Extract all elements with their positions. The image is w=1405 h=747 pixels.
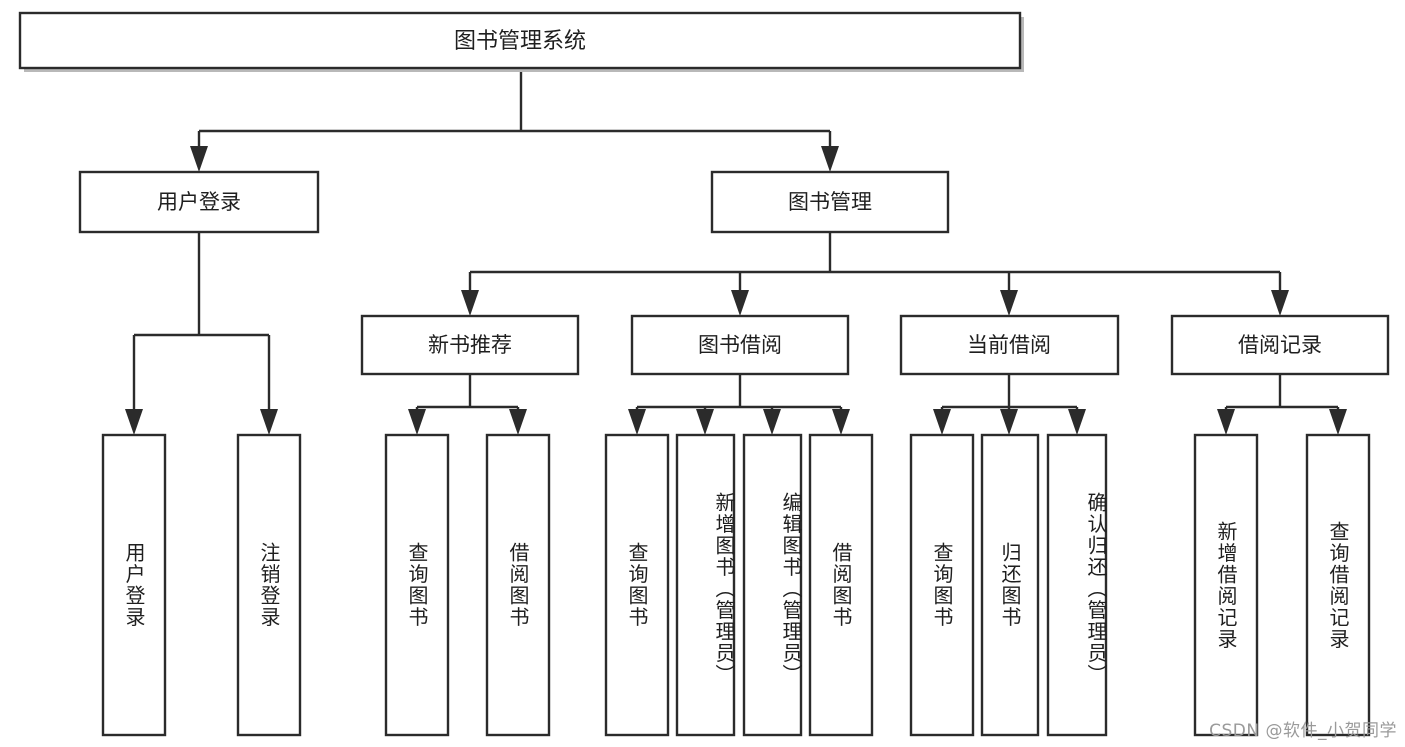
user-login-box — [78, 170, 320, 234]
connectors — [125, 68, 1347, 435]
leaf-query-book-2-box[interactable] — [604, 433, 670, 737]
current-borrow-label: 当前借阅 — [967, 333, 1051, 357]
leaf-query-book-1-box[interactable] — [384, 433, 450, 737]
arrow-head-book-manage — [821, 146, 839, 172]
arrow-head-leaf-user-login — [125, 409, 143, 435]
new-book-rec-box — [360, 314, 580, 376]
arrow-head-leaf-borrow-book-1 — [509, 409, 527, 435]
node-book-manage[interactable]: 图书管理 — [710, 170, 950, 234]
node-root[interactable]: 图书管理系统 — [18, 11, 1024, 72]
leaf-query-record-box[interactable] — [1305, 433, 1371, 737]
arrow-head-leaf-add-record — [1217, 409, 1235, 435]
book-borrow-box — [630, 314, 850, 376]
arrow-head-user-login — [190, 146, 208, 172]
leaf-return-book-box[interactable] — [980, 433, 1040, 737]
arrow-head-leaf-edit-book — [763, 409, 781, 435]
arrow-head-leaf-confirm-return — [1068, 409, 1086, 435]
new-book-rec-label: 新书推荐 — [428, 333, 512, 357]
arrow-head-leaf-query-book-2 — [628, 409, 646, 435]
leaf-logout-box[interactable] — [236, 433, 302, 737]
leaf-user-login-box[interactable] — [101, 433, 167, 737]
leaf-add-record-box[interactable] — [1193, 433, 1259, 737]
book-borrow-label: 图书借阅 — [698, 333, 782, 357]
leaf-boxes — [101, 433, 1371, 737]
leaf-query-book-3-box[interactable] — [909, 433, 975, 737]
leaf-add-book-box[interactable] — [675, 433, 736, 737]
arrow-head-borrow-record — [1271, 290, 1289, 316]
book-manage-box — [710, 170, 950, 234]
node-current-borrow[interactable]: 当前借阅 — [899, 314, 1120, 376]
leaf-confirm-return-box[interactable] — [1046, 433, 1108, 737]
arrow-head-leaf-add-book — [696, 409, 714, 435]
user-login-label: 用户登录 — [157, 190, 241, 214]
node-new-book-rec[interactable]: 新书推荐 — [360, 314, 580, 376]
arrow-head-leaf-return-book — [1000, 409, 1018, 435]
arrow-head-leaf-logout — [260, 409, 278, 435]
arrow-head-book-borrow — [731, 290, 749, 316]
arrow-head-leaf-query-book-3 — [933, 409, 951, 435]
node-user-login[interactable]: 用户登录 — [78, 170, 320, 234]
node-borrow-record[interactable]: 借阅记录 — [1170, 314, 1390, 376]
leaf-borrow-book-1-box[interactable] — [485, 433, 551, 737]
root-box — [18, 11, 1022, 70]
borrow-record-box — [1170, 314, 1390, 376]
current-borrow-box — [899, 314, 1120, 376]
book-manage-label: 图书管理 — [788, 190, 872, 214]
arrow-head-new-book-rec — [461, 290, 479, 316]
root-label: 图书管理系统 — [454, 29, 586, 54]
borrow-record-label: 借阅记录 — [1238, 333, 1322, 357]
node-book-borrow[interactable]: 图书借阅 — [630, 314, 850, 376]
arrow-head-leaf-borrow-book-2 — [832, 409, 850, 435]
leaf-edit-book-box[interactable] — [742, 433, 803, 737]
watermark: CSDN @软件_小贺同学 — [1209, 721, 1397, 741]
leaf-borrow-book-2-box[interactable] — [808, 433, 874, 737]
arrow-head-leaf-query-book-1 — [408, 409, 426, 435]
arrow-head-leaf-query-record — [1329, 409, 1347, 435]
arrow-head-current-borrow — [1000, 290, 1018, 316]
